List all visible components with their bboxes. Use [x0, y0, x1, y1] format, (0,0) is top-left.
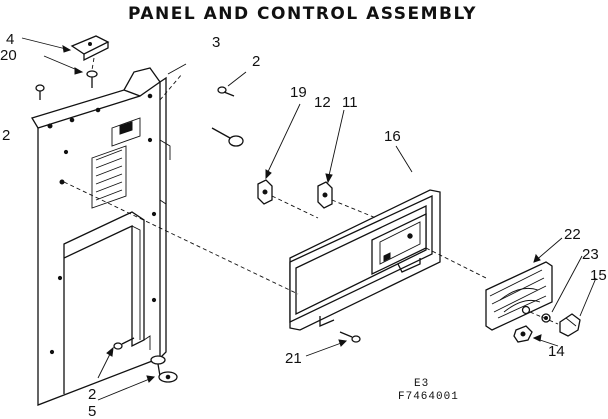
control-panel-part-16: [289, 189, 441, 331]
callout-2-top: 2: [252, 53, 260, 70]
callout-4: 4: [6, 31, 14, 48]
callout-21: 21: [285, 350, 302, 367]
callout-5: 5: [88, 403, 96, 419]
knob-part-14: [513, 325, 533, 343]
callout-11: 11: [342, 94, 358, 111]
callout-16: 16: [384, 128, 401, 145]
callout-20: 20: [0, 47, 17, 64]
callout-2-left: 2: [2, 127, 10, 144]
callout-22: 22: [564, 226, 581, 243]
foot-part-5: [150, 355, 178, 383]
faceplate-part-22: [485, 261, 553, 331]
callout-23: 23: [582, 246, 599, 263]
drawing-code-line2: F7464001: [398, 391, 459, 403]
leader-lines: [21, 37, 597, 401]
clip-part-11: [317, 181, 333, 209]
knob-part-15: [559, 313, 581, 337]
callout-2-bottom: 2: [88, 386, 96, 403]
spring-part-23: [541, 313, 551, 323]
bracket-part-4: [70, 35, 110, 62]
back-panel-part: [31, 67, 171, 406]
callout-labels: 4 20 2 3 2 19 12 11 16 22 23 15 14 21 2 …: [0, 31, 607, 419]
screw-part-2-left: [35, 84, 45, 100]
screw-part-21: [339, 331, 361, 343]
callout-15: 15: [590, 267, 607, 284]
diagram-title: PANEL AND CONTROL ASSEMBLY: [128, 4, 477, 24]
clip-part-12: [257, 179, 273, 205]
pin-part: [211, 127, 244, 147]
screw-part-20: [86, 70, 98, 88]
screw-part-2-top: [217, 86, 235, 97]
callout-14: 14: [548, 343, 565, 360]
callout-19: 19: [290, 84, 307, 101]
callout-3: 3: [212, 34, 220, 51]
callout-12: 12: [314, 94, 331, 111]
drawing-code-line1: E3: [414, 378, 429, 390]
screw-part-2-bottom: [113, 337, 135, 350]
